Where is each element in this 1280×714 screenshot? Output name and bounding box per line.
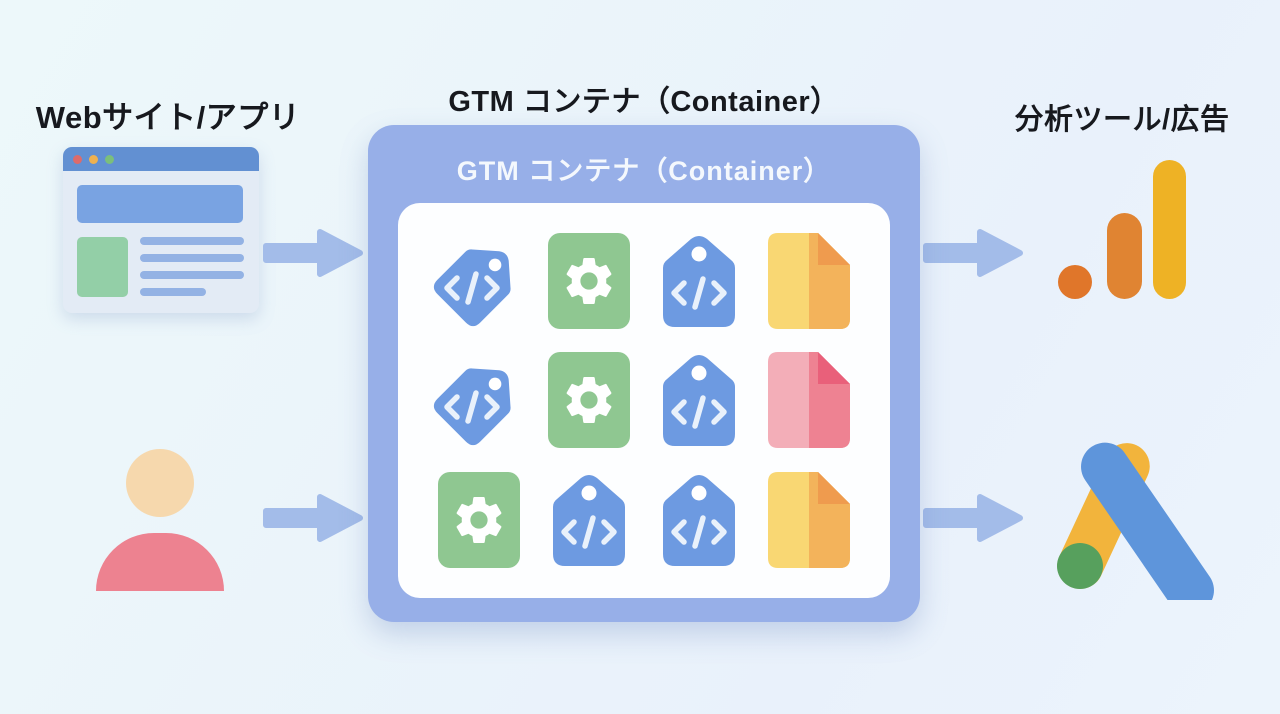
browser-text-line [140, 288, 206, 296]
gtm-container-panel [398, 203, 890, 598]
tag-upright-icon [661, 233, 737, 329]
tag-grid [424, 221, 864, 580]
doc-pink-icon [768, 352, 850, 449]
browser-hero-block [77, 185, 243, 223]
gear-card-icon [548, 232, 630, 329]
doc-yellow-icon [768, 232, 850, 329]
window-dot-yellow-icon [89, 154, 98, 164]
window-dot-green-icon [105, 154, 114, 164]
tag-upright-icon [661, 472, 737, 568]
window-dot-red-icon [73, 154, 82, 164]
tag-upright-icon [551, 472, 627, 568]
google-ads-icon [1057, 442, 1214, 600]
left-section-title: Webサイト/アプリ [35, 100, 301, 135]
browser-window-icon [63, 147, 259, 313]
user-head [126, 449, 194, 517]
user-icon [96, 449, 224, 591]
google-analytics-icon [1058, 160, 1186, 299]
browser-titlebar [63, 147, 259, 171]
arrow-right-icon [923, 229, 1023, 277]
gtm-container-header-label: GTM コンテナ（Container） [456, 156, 832, 186]
tag-rotated-icon [426, 347, 532, 453]
browser-text-line [140, 271, 244, 279]
user-body [96, 533, 224, 591]
browser-text-line [140, 254, 244, 262]
right-section-title: 分析ツール/広告 [1014, 104, 1230, 136]
tag-upright-icon [661, 352, 737, 448]
doc-yellow-icon [768, 472, 850, 569]
browser-text-line [140, 237, 244, 245]
browser-content [63, 171, 259, 313]
gear-card-icon [438, 472, 520, 569]
gear-card-icon [548, 352, 630, 449]
arrow-right-icon [923, 494, 1023, 542]
browser-media-block [77, 237, 128, 297]
tag-rotated-icon [426, 228, 532, 334]
arrow-right-icon [263, 494, 363, 542]
gtm-container-title: GTM コンテナ（Container） [448, 86, 840, 118]
arrow-right-icon [263, 229, 363, 277]
gtm-container: GTM コンテナ（Container） [368, 125, 920, 622]
